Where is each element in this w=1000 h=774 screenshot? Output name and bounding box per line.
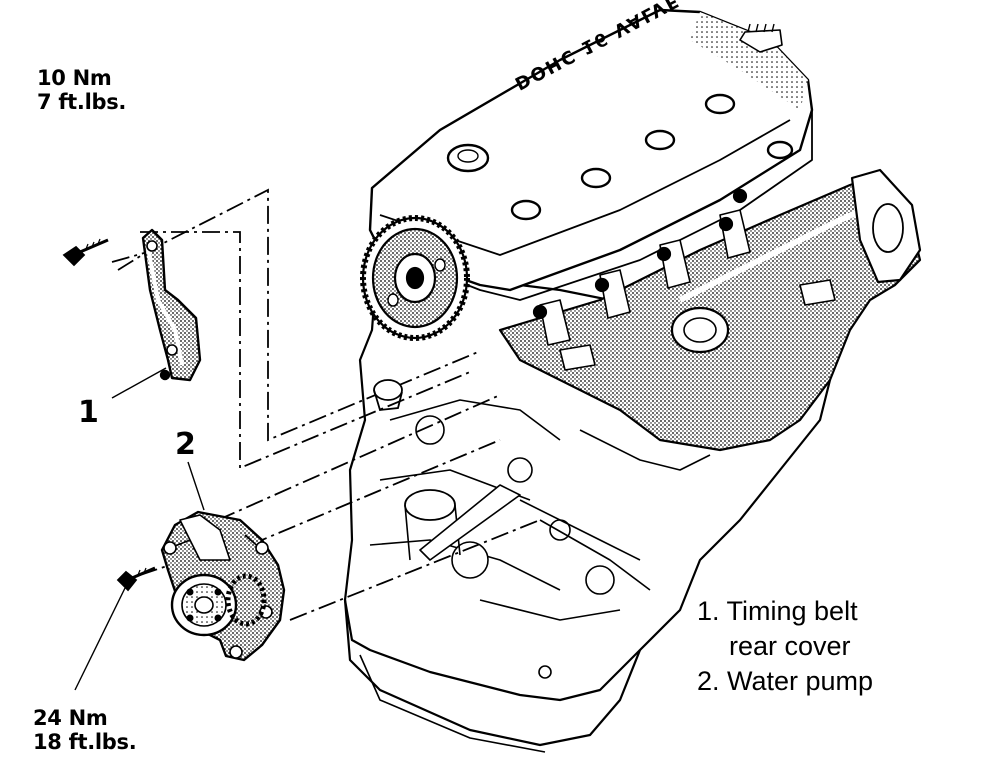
legend-item-1: 1. Timing belt [697, 596, 858, 626]
leader-lines [74, 367, 205, 691]
torque-metric: 10 Nm [37, 66, 112, 90]
legend-item-2: 2. Water pump [697, 666, 874, 696]
water-pump [160, 510, 286, 662]
intake-manifold [498, 168, 922, 452]
callout-2: 2 [175, 427, 196, 462]
parts-legend: 1. Timing belt rear cover 2. Water pump [697, 594, 873, 699]
bolt-icon [62, 238, 109, 267]
torque-imperial: 7 ft.lbs. [37, 90, 127, 114]
torque-metric: 24 Nm [33, 706, 108, 730]
timing-belt-rear-cover [141, 228, 202, 382]
cylinder-head-cover [368, 8, 814, 301]
torque-spec-pump-bolt: 24 Nm 18 ft.lbs. [33, 706, 137, 754]
legend-item-1-continued: rear cover [729, 631, 851, 661]
bolt-icon [116, 566, 156, 592]
camshaft-sprocket [360, 215, 470, 341]
torque-spec-cover-bolt: 10 Nm 7 ft.lbs. [37, 66, 126, 114]
crank-pulley [373, 379, 403, 411]
torque-imperial: 18 ft.lbs. [33, 730, 137, 754]
callout-1: 1 [78, 395, 99, 430]
